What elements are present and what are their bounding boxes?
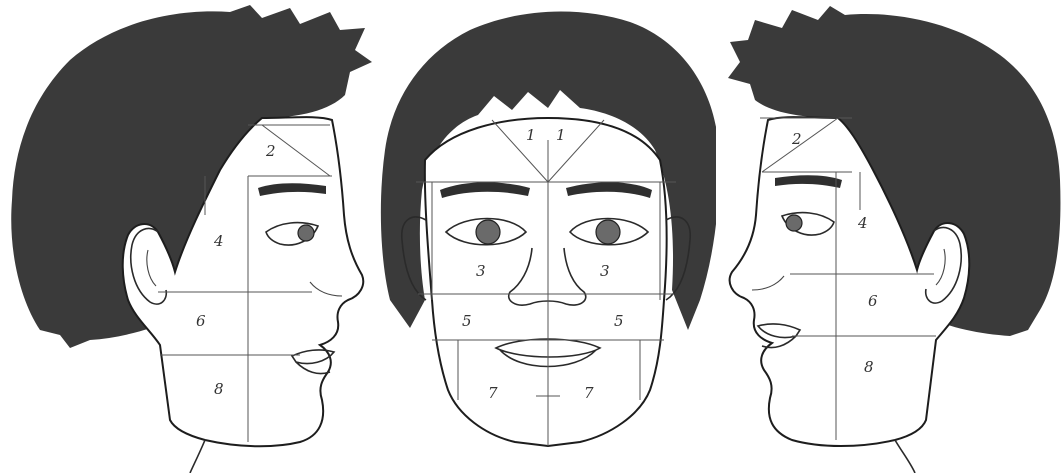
- front-zone-7-left: 7: [488, 384, 498, 402]
- right-profile-panel: 2 4 6 8: [728, 6, 1060, 473]
- front-left-iris: [476, 220, 500, 244]
- right-zone-8: 8: [864, 358, 874, 376]
- right-profile-neck: [895, 440, 915, 473]
- left-profile-iris: [298, 225, 314, 241]
- front-zone-3-right: 3: [600, 262, 610, 280]
- front-panel: 1 1 3 3 5 5 7 7: [381, 12, 719, 446]
- front-right-iris: [596, 220, 620, 244]
- left-profile-neck: [190, 440, 205, 473]
- front-zone-7-right: 7: [584, 384, 594, 402]
- right-zone-4: 4: [857, 214, 868, 232]
- front-zone-3-left: 3: [476, 262, 486, 280]
- front-zone-5-left: 5: [462, 312, 472, 330]
- left-profile-panel: 2 4 6 8: [11, 5, 372, 473]
- left-zone-6: 6: [196, 312, 206, 330]
- right-zone-6: 6: [868, 292, 878, 310]
- right-profile-iris: [786, 215, 802, 231]
- left-zone-4: 4: [213, 232, 224, 250]
- panel-gap-left: [372, 0, 378, 473]
- front-zone-1-left: 1: [526, 126, 536, 144]
- front-face-outline: [425, 118, 667, 446]
- left-zone-2: 2: [265, 142, 276, 160]
- front-zone-1-right: 1: [556, 126, 566, 144]
- panel-gap-right: [716, 0, 724, 473]
- right-zone-2: 2: [791, 130, 802, 148]
- left-zone-8: 8: [214, 380, 224, 398]
- front-zone-5-right: 5: [614, 312, 624, 330]
